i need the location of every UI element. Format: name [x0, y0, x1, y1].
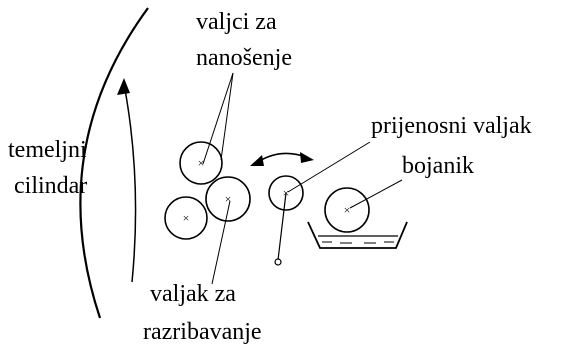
inking-roller-bottom: ×	[164, 196, 208, 240]
plate-cylinder-arc	[79, 7, 149, 319]
svg-text:×: ×	[183, 211, 190, 225]
label-distributor-2: razribavanje	[143, 319, 262, 345]
leader-distributor	[211, 200, 231, 285]
label-plate-cylinder-1: temeljni	[8, 137, 87, 163]
label-inking-rollers-1: valjci za	[196, 9, 277, 35]
label-plate-cylinder-2: cilindar	[14, 173, 87, 199]
svg-text:×: ×	[225, 192, 232, 206]
oscillation-arrowhead-left	[250, 155, 264, 166]
oscillation-arrowhead-right	[300, 152, 314, 163]
oscillation-arrow	[257, 152, 307, 163]
fountain-roller: ×	[324, 187, 370, 233]
leader-fountain	[349, 179, 403, 209]
svg-text:×: ×	[344, 203, 351, 217]
leader-inking-rollers-a	[202, 72, 234, 165]
ink-hatching	[322, 241, 394, 244]
label-transfer-roller: prijenosni valjak	[371, 113, 532, 139]
leader-transfer	[287, 141, 371, 193]
label-inking-rollers-2: nanošenje	[196, 45, 292, 71]
label-distributor-1: valjak za	[150, 281, 236, 307]
ink-fountain-tray	[307, 221, 408, 249]
transfer-arm-pivot	[274, 258, 282, 266]
leader-inking-rollers-b	[220, 72, 234, 161]
distributor-roller: ×	[205, 176, 251, 222]
rotation-arrow	[123, 83, 137, 283]
svg-text:×: ×	[198, 156, 205, 170]
inking-roller-top: ×	[179, 141, 223, 185]
label-fountain-roller: bojanik	[402, 153, 474, 179]
transfer-arm	[277, 192, 287, 261]
rotation-arrowhead	[117, 78, 130, 95]
